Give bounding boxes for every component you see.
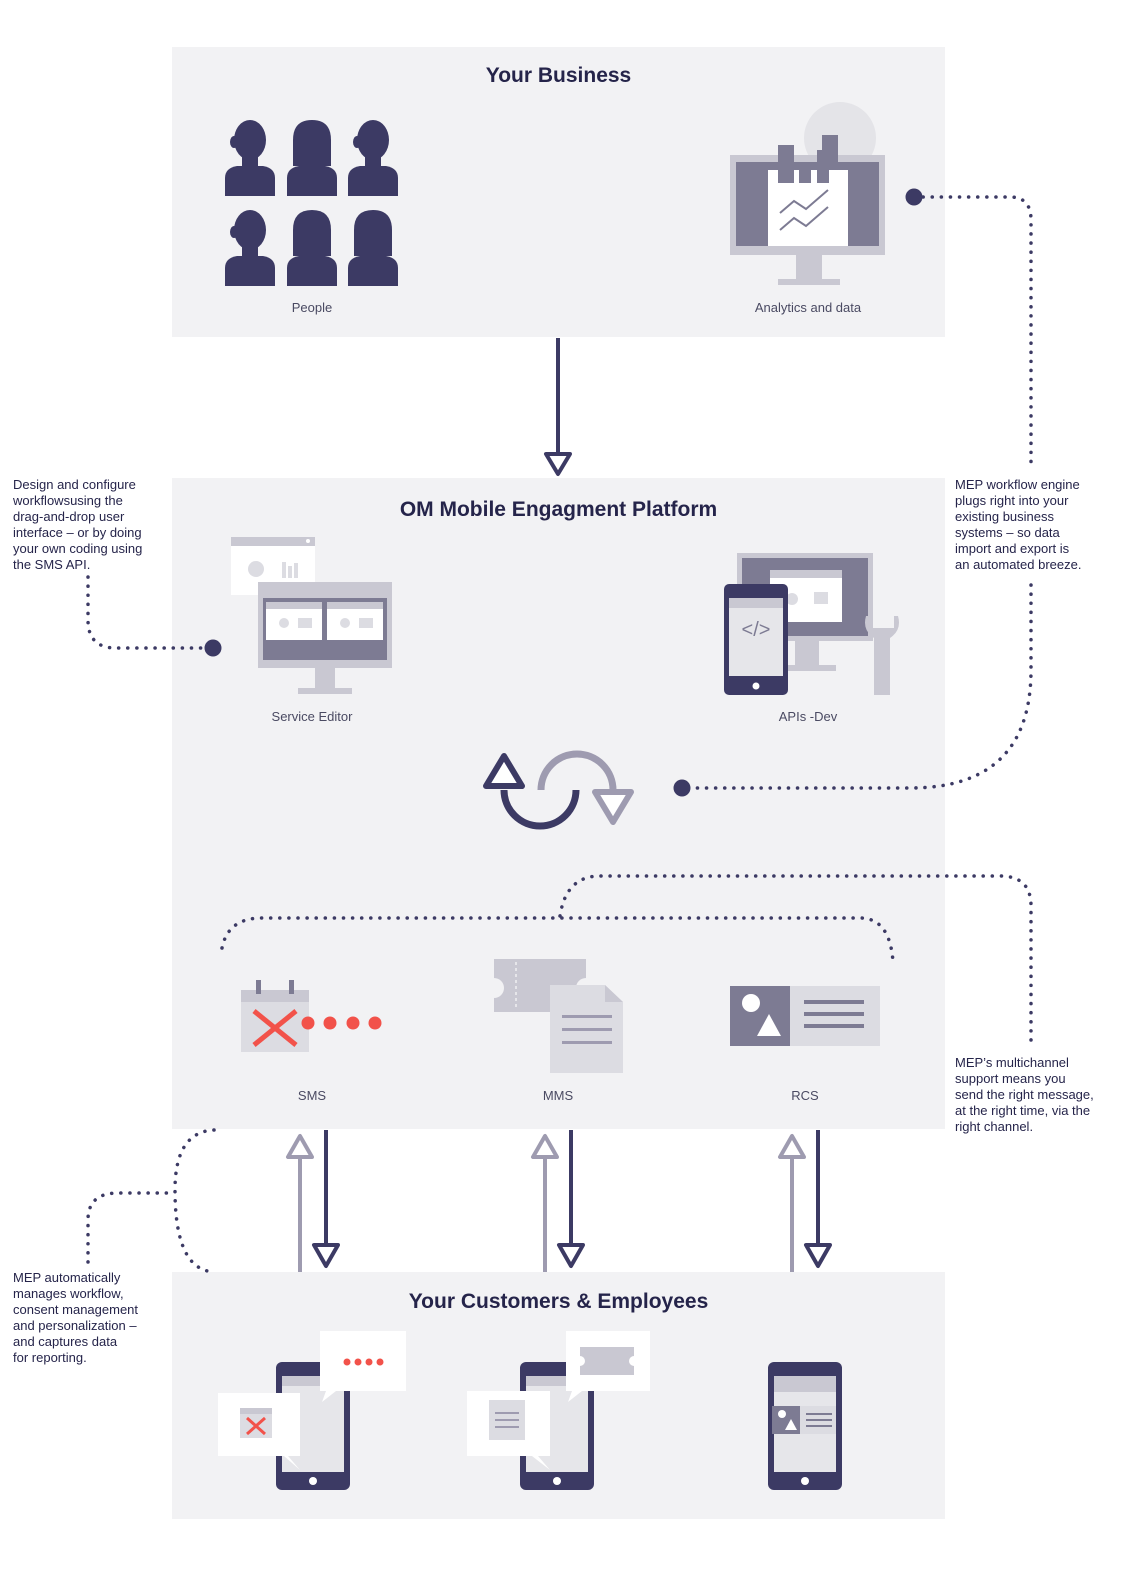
dotted-connector-analytics: [912, 195, 1033, 472]
person-icon: [287, 120, 337, 196]
analytics-label: Analytics and data: [754, 300, 862, 315]
ticket-document-icon: [494, 959, 623, 1073]
bidirectional-arrows-rcs: [778, 1130, 832, 1272]
sms-label: SMS: [297, 1088, 327, 1103]
service-editor-monitor-icon: [231, 537, 392, 694]
person-icon: [225, 120, 275, 196]
phone-code-wrench-icon: </>: [724, 553, 899, 695]
rcs-label: RCS: [791, 1088, 819, 1103]
bidirectional-arrows-mms: [531, 1130, 585, 1272]
customer-phone-mms: [467, 1331, 650, 1490]
person-icon: [225, 210, 275, 286]
note-workflow-engine: MEP workflow engine plugs right into you…: [955, 477, 1082, 572]
svg-text:</>: </>: [742, 619, 771, 641]
connector-dot: [673, 779, 691, 797]
customer-phone-rcs: [768, 1362, 842, 1490]
note-multichannel: MEP’s multichannel support means you sen…: [955, 1055, 1094, 1134]
customer-phone-sms: [218, 1331, 406, 1490]
down-arrow-icon: [544, 338, 572, 476]
note-design-configure: Design and configure workflowsusing the …: [13, 477, 143, 572]
person-icon: [287, 210, 337, 286]
people-label: People: [291, 300, 333, 315]
dotted-connector-automation: [173, 1128, 216, 1274]
platform-title: OM Mobile Engagment Platform: [399, 498, 718, 521]
connector-dot: [905, 188, 923, 206]
mms-label: MMS: [542, 1088, 574, 1103]
dotted-connector-design: [86, 575, 215, 650]
note-automation: MEP automatically manages workflow, cons…: [13, 1270, 139, 1365]
dotted-connector-multichannel: [558, 874, 1033, 1047]
person-icon: [348, 120, 398, 196]
dotted-bracket-channels: [220, 916, 895, 964]
sync-arrows-icon: [483, 750, 634, 830]
apis-label: APIs -Dev: [778, 709, 838, 724]
service-editor-label: Service Editor: [271, 709, 353, 724]
dotted-connector-workflow: [680, 583, 1033, 790]
analytics-monitor-icon: [730, 102, 885, 285]
connector-dot: [204, 639, 222, 657]
dotted-connector-automation-note: [86, 1191, 174, 1264]
calendar-x-message-icon: [241, 980, 382, 1052]
rich-card-icon: [730, 986, 880, 1046]
person-icon: [348, 210, 398, 286]
bidirectional-arrows-sms: [286, 1130, 340, 1272]
business-title: Your Business: [485, 64, 632, 87]
customers-title: Your Customers & Employees: [408, 1290, 709, 1313]
people-icon-group: [225, 120, 398, 286]
